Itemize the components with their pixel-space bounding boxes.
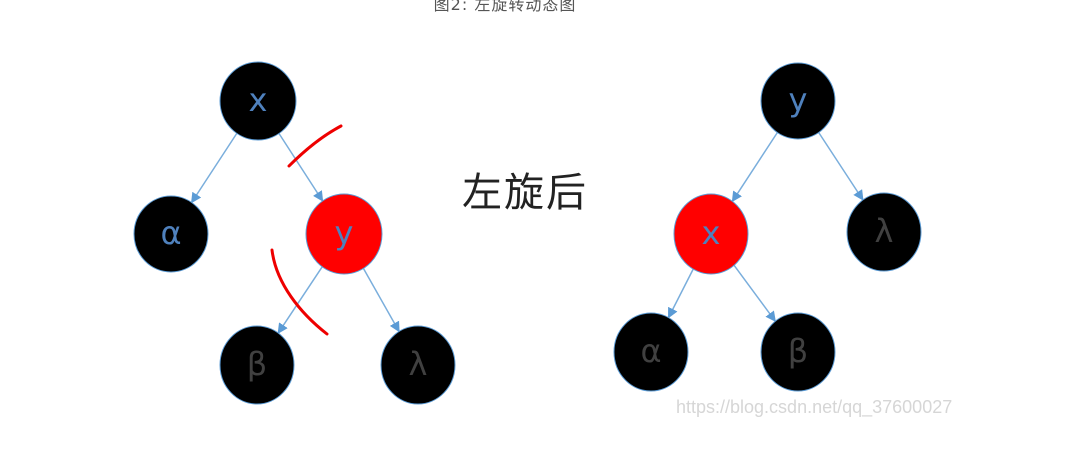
before-node-x-circle [219,61,297,141]
before-edge-x-to-alpha [190,132,238,204]
before-node-y-label: y [335,214,354,252]
before-node-x-label: x [249,81,268,119]
after-edge-x-to-alpha [667,268,694,319]
before-node-beta: β [219,325,295,405]
before-node-lambda-circle [380,325,456,405]
before-node-alpha-label: α [160,214,181,252]
after-node-beta: β [760,312,836,392]
after-node-y-label: y [789,81,808,119]
before-node-y-circle [305,193,383,275]
cut-marks [270,124,343,336]
before-edge-y-to-beta [277,266,323,334]
figure-caption: 图2: 左旋转动态图 [433,0,577,14]
nodes-layer: x α y β λ y x λ α β [133,61,922,405]
before-node-beta-label: β [247,345,267,383]
before-node-y: y [305,193,383,275]
after-node-beta-label: β [788,332,808,370]
watermark-url: https://blog.csdn.net/qq_37600027 [676,397,953,417]
after-node-alpha: α [613,312,689,392]
after-node-lambda-circle [846,192,922,272]
after-node-x: x [673,193,749,275]
edges-layer [190,132,864,334]
before-edge-y-to-lambda [362,268,400,333]
after-rotation-label: 左旋后 [462,170,588,216]
after-node-y-circle [760,62,836,140]
after-node-y: y [760,62,836,140]
before-node-beta-circle [219,325,295,405]
before-node-alpha: α [133,195,209,273]
after-edge-x-to-beta [733,264,776,323]
after-node-alpha-label: α [640,332,661,370]
cut-mark-x-y [287,124,343,168]
before-node-x: x [219,61,297,141]
before-node-lambda: λ [380,325,456,405]
after-edge-y-to-lambda [818,132,864,201]
after-edge-y-to-x [731,132,779,203]
after-node-alpha-circle [613,312,689,392]
before-node-alpha-circle [133,195,209,273]
after-node-beta-circle [760,312,836,392]
before-edge-x-to-y [278,133,324,202]
before-node-lambda-label: λ [409,345,428,383]
after-node-x-circle [673,193,749,275]
cut-mark-y-beta [270,248,329,336]
after-node-lambda: λ [846,192,922,272]
after-node-x-label: x [702,214,721,252]
after-node-lambda-label: λ [875,212,894,250]
